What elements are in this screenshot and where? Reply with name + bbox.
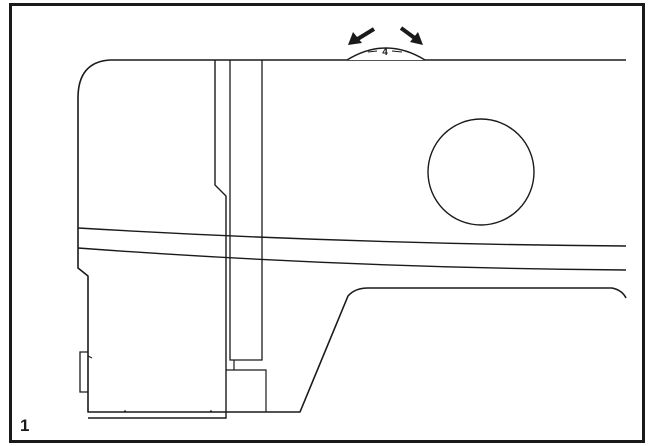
panel-number: 1 (20, 416, 29, 435)
lower-seam-line (77, 247, 627, 271)
rotate-left-arrow (348, 27, 376, 45)
channel-base-line (226, 369, 267, 412)
thread-guide-channel (229, 60, 263, 361)
stitch-dial[interactable] (346, 47, 426, 61)
side-latch-tick (87, 355, 93, 359)
dial-number: 4 (382, 47, 388, 58)
rotate-right-arrow (399, 26, 423, 45)
front-cover-panel (88, 60, 227, 419)
upper-seam-line (77, 227, 627, 247)
figure-frame (9, 3, 645, 443)
machine-body-outline (77, 59, 627, 413)
dial-tick-right (391, 50, 403, 53)
dial-tick-left (367, 50, 378, 53)
side-latch (79, 351, 88, 393)
head-window-circle (427, 118, 535, 226)
